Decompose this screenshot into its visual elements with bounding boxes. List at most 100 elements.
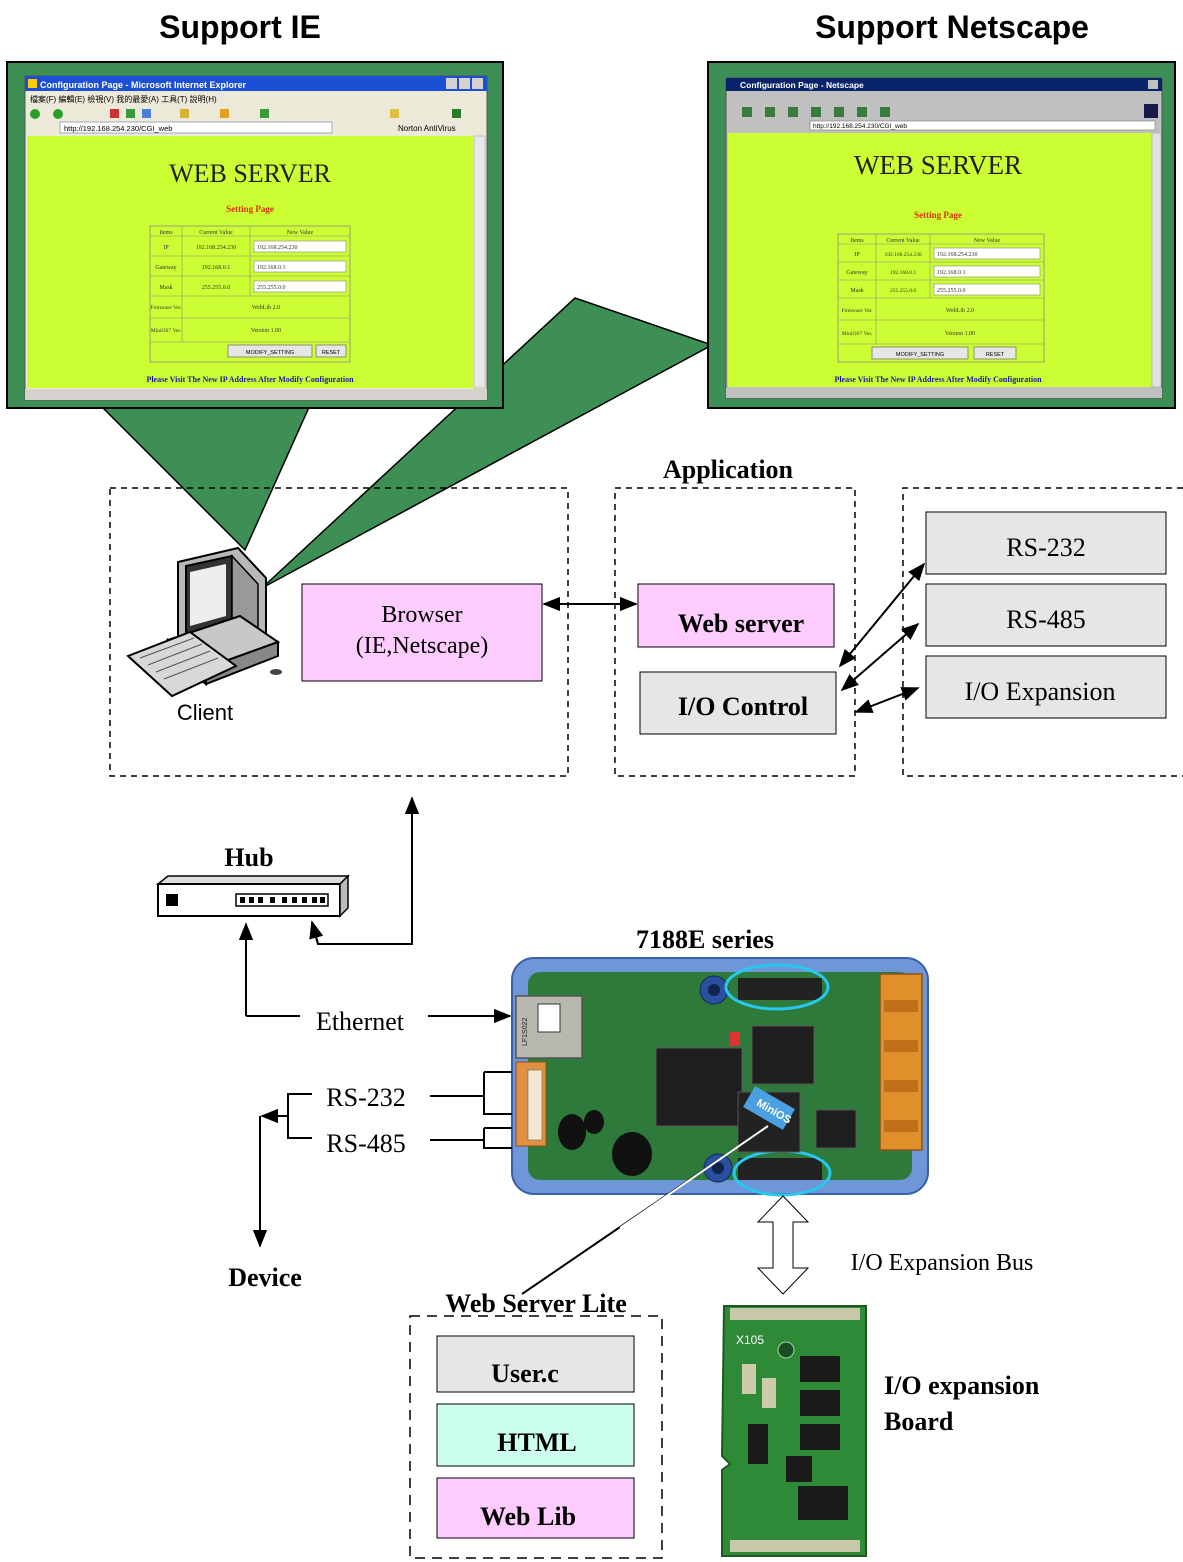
- netscape-close-button[interactable]: [1148, 80, 1158, 89]
- client-label: Client: [177, 700, 233, 725]
- netscape-print-icon[interactable]: [857, 107, 867, 117]
- netscape-row-ip-current: 192.168.254.230: [884, 252, 921, 258]
- netscape-modify-button[interactable]: [871, 346, 969, 360]
- netscape-logo-icon: [1144, 104, 1158, 118]
- ie-menu-bar[interactable]: 檔案(F) 編輯(E) 檢視(V) 我的最愛(A) 工具(T) 說明(H): [30, 94, 217, 104]
- netscape-setting-page-label: Setting Page: [914, 210, 962, 220]
- netscape-stop-icon[interactable]: [880, 107, 890, 117]
- rs232-label: RS-232: [1006, 533, 1085, 562]
- ie-search-icon[interactable]: [180, 109, 189, 118]
- ie-reset-button[interactable]: [315, 344, 347, 358]
- io-bus-label: I/O Expansion Bus: [851, 1250, 1034, 1276]
- device-label: Device: [228, 1263, 302, 1292]
- browser-label-line1: Browser: [381, 602, 462, 628]
- netscape-col-items: Items: [850, 238, 864, 244]
- rs232-box: [925, 511, 1167, 575]
- ie-toolbar: [30, 109, 461, 119]
- ie-media-icon[interactable]: [260, 109, 269, 118]
- ie-stop-icon[interactable]: [110, 109, 119, 118]
- rs485-box: [925, 583, 1167, 647]
- netscape-settings-table: Items Current Value New Value IP 192.168…: [837, 233, 1045, 363]
- device-rs232-label: RS-232: [326, 1083, 405, 1112]
- web-server-box: [637, 583, 835, 648]
- ie-mail-icon[interactable]: [390, 109, 399, 118]
- netscape-row-gw-input[interactable]: [933, 265, 1041, 278]
- ie-row-gw-input[interactable]: [253, 260, 347, 273]
- device-rs485-label: RS-485: [326, 1129, 405, 1158]
- ie-callout-pointer: [98, 404, 312, 552]
- netscape-row-mask-new: 255.255.0.0: [937, 288, 966, 294]
- ie-home-icon[interactable]: [142, 109, 151, 118]
- ie-settings-table: Items Current Value New Value IP 192.168…: [149, 225, 351, 363]
- ie-firmware-label: Firmware Ver.: [150, 305, 182, 311]
- netscape-row-mask-input[interactable]: [933, 283, 1041, 296]
- ie-favorites-icon[interactable]: [220, 109, 229, 118]
- netscape-col-new: New Value: [974, 238, 1001, 244]
- top-header-highlight: [724, 963, 830, 1011]
- user-c-label: User.c: [491, 1359, 559, 1388]
- ie-reset-button-label: RESET: [322, 350, 341, 356]
- ie-row-mask-current: 255.255.0.0: [202, 285, 231, 291]
- netscape-page-title: WEB SERVER: [854, 150, 1022, 180]
- ie-maximize-button[interactable]: [459, 78, 470, 89]
- netscape-row-mask-item: Mask: [850, 288, 863, 294]
- html-box: [436, 1403, 635, 1467]
- netscape-firmware-label: Firmware Ver.: [841, 308, 873, 314]
- ie-row-mask-item: Mask: [159, 285, 172, 291]
- ie-minios-value: Version 1.00: [251, 328, 281, 334]
- ie-row-gw-current: 192.168.0.1: [202, 265, 231, 271]
- ie-back-icon[interactable]: [30, 109, 40, 119]
- io-control-box: [639, 671, 837, 735]
- ie-modify-button[interactable]: [227, 344, 313, 358]
- ie-row-mask-new: 255.255.0.0: [257, 285, 286, 291]
- ie-close-button[interactable]: [472, 78, 483, 89]
- ie-col-items: Items: [159, 230, 173, 236]
- io-bus-arrow: [756, 1195, 810, 1295]
- ie-row-ip-input[interactable]: [253, 240, 347, 253]
- netscape-reload-icon[interactable]: [788, 107, 798, 117]
- iocontrol-rs485-arrow: [840, 622, 920, 692]
- netscape-forward-icon[interactable]: [765, 107, 775, 117]
- ie-refresh-icon[interactable]: [126, 109, 135, 118]
- ie-norton-toolbar[interactable]: Norton AntiVirus: [398, 124, 456, 133]
- netscape-reset-button[interactable]: [973, 346, 1017, 360]
- netscape-back-icon[interactable]: [742, 107, 752, 117]
- io-board-code-text: X105: [736, 1333, 764, 1347]
- io-expansion-board-image: X105: [720, 1305, 867, 1557]
- ie-col-current: Current Value: [199, 230, 233, 236]
- netscape-address-bar[interactable]: [809, 120, 1156, 131]
- web-lib-label: Web Lib: [480, 1502, 576, 1531]
- ie-window-title: Configuration Page - Microsoft Internet …: [40, 80, 247, 90]
- netscape-search-icon[interactable]: [834, 107, 844, 117]
- web-server-lite-box: [409, 1315, 663, 1559]
- series-label: 7188E series: [636, 925, 774, 954]
- netscape-home-icon[interactable]: [811, 107, 821, 117]
- ie-row-gw-item: Gateway: [155, 265, 176, 271]
- netscape-row-gw-current: 192.168.0.1: [890, 270, 916, 276]
- netscape-minios-value: Version 1.00: [945, 331, 975, 337]
- netscape-modify-button-label: MODIFY_SETTING: [896, 352, 944, 358]
- support-netscape-heading: Support Netscape: [815, 9, 1089, 45]
- application-label: Application: [663, 455, 794, 484]
- hub-icon: [155, 874, 350, 918]
- netscape-status-bar: [726, 388, 1162, 398]
- netscape-window-title: Configuration Page - Netscape: [740, 80, 864, 90]
- ie-minimize-button[interactable]: [446, 78, 457, 89]
- ie-forward-icon[interactable]: [53, 109, 63, 119]
- netscape-row-ip-input[interactable]: [933, 247, 1041, 260]
- web-server-label: Web server: [678, 609, 804, 638]
- ie-title-bar: [25, 76, 487, 91]
- ie-footer-text: Please Visit The New IP Address After Mo…: [146, 375, 354, 384]
- netscape-scrollbar[interactable]: [1151, 132, 1162, 388]
- io-expansion-label: I/O Expansion: [965, 677, 1116, 706]
- ie-row-mask-input[interactable]: [253, 280, 347, 293]
- hub-label: Hub: [224, 843, 273, 872]
- ie-row-ip-new: 192.168.254.230: [257, 245, 298, 251]
- ie-scrollbar[interactable]: [473, 135, 486, 389]
- ie-messenger-icon[interactable]: [452, 109, 461, 118]
- netscape-address-url: http://192.168.254.230/CGI_web: [813, 123, 907, 130]
- netscape-minios-label: MiniOS7 Ver.: [842, 331, 873, 337]
- device-bus-line: [287, 1093, 312, 1139]
- ie-address-bar[interactable]: [59, 121, 333, 134]
- ie-col-new: New Value: [287, 230, 314, 236]
